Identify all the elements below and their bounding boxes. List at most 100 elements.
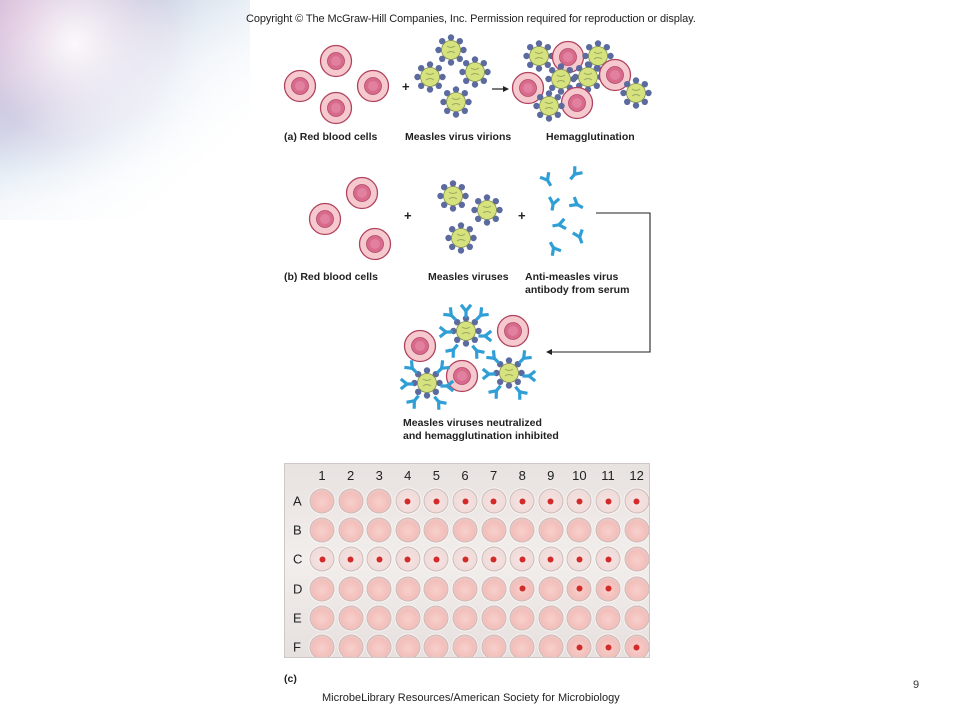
panel-a-arrow (492, 86, 509, 92)
plate-well (423, 488, 449, 514)
plate-well (338, 634, 364, 657)
plate-well (624, 546, 649, 572)
plate-well (452, 488, 478, 514)
plate-well (309, 576, 335, 602)
label-neutralized: Measles viruses neutralized and hemagglu… (403, 417, 559, 443)
plate-well (481, 488, 507, 514)
panel-b-antibodies (539, 166, 587, 256)
plate-well (338, 605, 364, 631)
rbc-button-dot (576, 585, 583, 592)
plate-well (395, 546, 421, 572)
plate-well (566, 605, 592, 631)
rbc-button-dot (547, 556, 554, 563)
rbc-button-dot (605, 644, 611, 650)
plate-well (366, 576, 392, 602)
label-antibody-line1: Anti-measles virus (525, 271, 619, 283)
plus-sign-b2: + (518, 208, 526, 223)
plate-well (452, 576, 478, 602)
label-red-blood-cells-a: (a) Red blood cells (284, 131, 378, 143)
plate-well (452, 634, 478, 657)
neutralized-virus-1 (439, 304, 492, 359)
plate-well (595, 634, 621, 657)
copyright-notice: Copyright © The McGraw-Hill Companies, I… (246, 13, 696, 25)
panel-b-viruses (436, 179, 504, 255)
plate-well (624, 634, 649, 657)
plate-well (338, 488, 364, 514)
panel-b-connector-arrow (546, 212, 651, 355)
plate-well (566, 546, 592, 572)
rbc-button-dot (462, 498, 468, 504)
rbc-button-dot (633, 498, 640, 504)
plate-well (509, 546, 535, 572)
plate-well (452, 546, 478, 572)
rbc-button-dot (319, 556, 325, 563)
plate-well (366, 634, 392, 657)
plate-well (309, 546, 335, 572)
image-credit: MicrobeLibrary Resources/American Societ… (322, 692, 620, 704)
plate-well (338, 576, 364, 602)
plate-well (309, 488, 335, 514)
plate-well (509, 576, 535, 602)
label-antibody: Anti-measles virus antibody from serum (525, 271, 629, 297)
neutralized-virus-2 (400, 360, 454, 410)
plate-well (566, 517, 592, 543)
plate-well (338, 517, 364, 543)
rbc-button-dot (519, 498, 526, 504)
panel-b-neutralized-cluster (400, 304, 536, 410)
label-neutralized-line2: and hemagglutination inhibited (403, 430, 559, 442)
rbc-button-dot (519, 556, 526, 563)
plate-well (509, 517, 535, 543)
plate-column-number: 6 (461, 468, 469, 483)
plate-well (509, 605, 535, 631)
plate-column-number: 4 (404, 468, 412, 483)
plate-well (366, 488, 392, 514)
plate-well (481, 605, 507, 631)
plate-well (481, 576, 507, 602)
plate-well (509, 634, 535, 657)
plate-well (538, 546, 564, 572)
label-antibody-line2: antibody from serum (525, 284, 630, 296)
plate-well (481, 517, 507, 543)
panel-a-red-blood-cells (283, 44, 390, 125)
label-red-blood-cells-b: (b) Red blood cells (284, 271, 378, 283)
plate-well (538, 488, 564, 514)
plate-well (395, 634, 421, 657)
plate-well (566, 634, 592, 657)
corner-decoration (0, 0, 250, 220)
rbc-button-dot (433, 556, 440, 563)
plate-well (423, 517, 449, 543)
plate-well (309, 605, 335, 631)
panel-b-red-blood-cells (308, 176, 392, 261)
plate-column-number: 11 (601, 468, 615, 483)
rbc-button-dot (605, 585, 611, 592)
plate-well (538, 634, 564, 657)
plate-well (595, 605, 621, 631)
plate-well (509, 488, 535, 514)
plate-row-letter: C (293, 551, 303, 567)
plate-row-letter: B (293, 522, 302, 538)
plate-column-number: 2 (346, 468, 355, 483)
plate-well (595, 546, 621, 572)
plate-well (366, 546, 392, 572)
label-measles-viruses: Measles viruses (428, 271, 509, 283)
rbc-button-dot (576, 644, 583, 650)
rbc-button-dot (433, 498, 440, 504)
plate-row-letter: E (293, 610, 302, 626)
rbc-button-dot (490, 556, 497, 563)
plate-well (423, 605, 449, 631)
rbc-button-dot (347, 556, 354, 563)
rbc-button-dot (547, 498, 554, 504)
rbc-button-dot (576, 498, 583, 504)
plus-sign-a: + (402, 79, 410, 94)
plate-well (452, 517, 478, 543)
plate-well (366, 605, 392, 631)
plate-row-letter: D (293, 581, 303, 597)
label-hemagglutination: Hemagglutination (546, 131, 635, 143)
panel-a-hemagglutination-cluster (511, 39, 653, 123)
label-panel-c: (c) (284, 673, 297, 685)
rbc-button-dot (462, 556, 468, 563)
plate-well (595, 576, 621, 602)
plate-column-number: 12 (629, 468, 644, 483)
plate-well (423, 634, 449, 657)
